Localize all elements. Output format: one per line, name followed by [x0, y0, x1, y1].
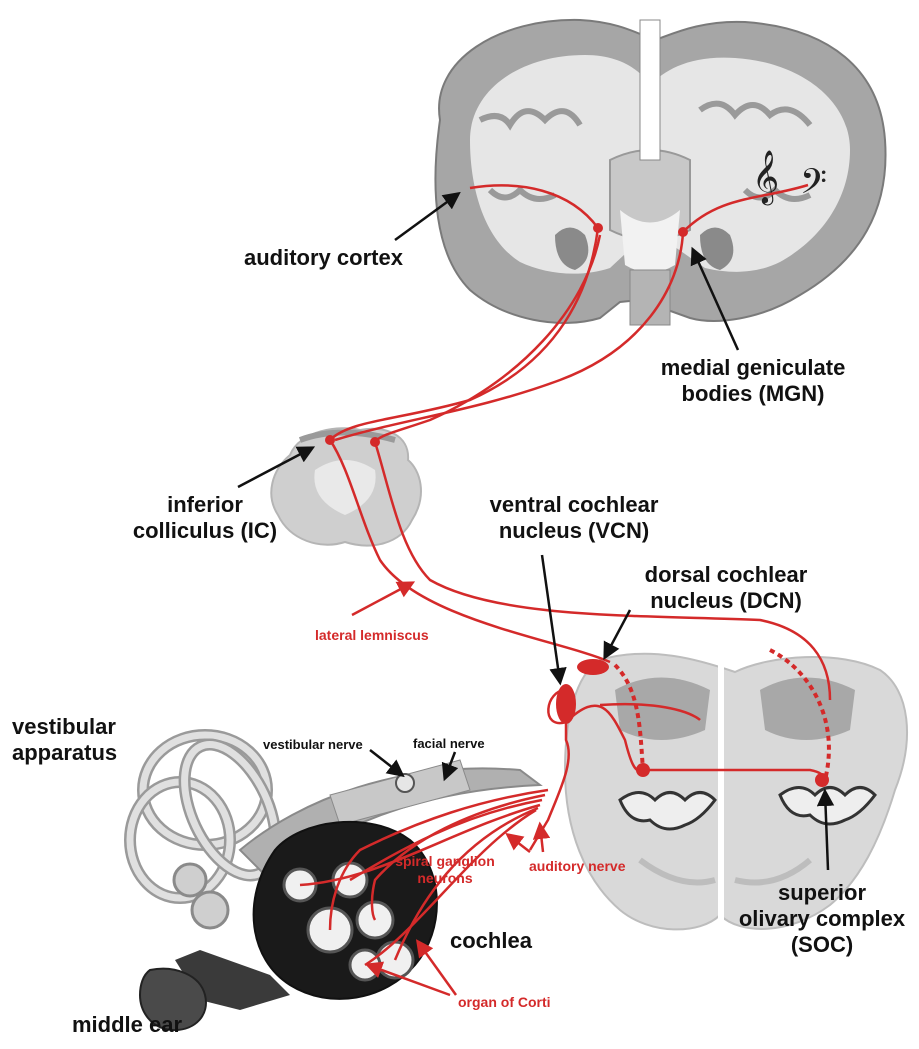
soc-left [636, 763, 650, 777]
midbrain-section [271, 428, 421, 545]
label-vestibular-nerve: vestibular nerve [263, 737, 363, 753]
label-vestibular-apparatus: vestibular apparatus [12, 714, 117, 766]
dcn-nucleus [577, 659, 609, 675]
label-spiral-line2: neurons [380, 870, 510, 887]
label-mgn-line1: medial geniculate [648, 355, 858, 381]
label-middle-ear: middle ear [72, 1012, 182, 1038]
label-spiral-ganglion: spiral ganglion neurons [380, 853, 510, 887]
label-soc: superior olivary complex (SOC) [725, 880, 919, 958]
label-soc-line2: olivary complex [725, 906, 919, 932]
label-organ-of-corti: organ of Corti [458, 994, 551, 1011]
label-vestibular-line2: apparatus [12, 740, 117, 766]
label-dcn: dorsal cochlear nucleus (DCN) [636, 562, 816, 614]
label-lateral-lemniscus: lateral lemniscus [315, 627, 429, 644]
label-vcn-line1: ventral cochlear [484, 492, 664, 518]
label-soc-line3: (SOC) [725, 932, 919, 958]
label-dcn-line1: dorsal cochlear [636, 562, 816, 588]
label-auditory-cortex: auditory cortex [244, 245, 403, 271]
label-dcn-line2: nucleus (DCN) [636, 588, 816, 614]
label-mgn: medial geniculate bodies (MGN) [648, 355, 858, 407]
label-cochlea: cochlea [450, 928, 532, 954]
label-auditory-nerve: auditory nerve [529, 858, 625, 875]
label-soc-line1: superior [725, 880, 919, 906]
label-vestibular-line1: vestibular [12, 714, 117, 740]
label-ic-line2: colliculus (IC) [120, 518, 290, 544]
label-spiral-line1: spiral ganglion [380, 853, 510, 870]
label-vcn-line2: nucleus (VCN) [484, 518, 664, 544]
label-ic-line1: inferior [120, 492, 290, 518]
vcn-nucleus [556, 684, 576, 724]
soc-right [815, 773, 829, 787]
label-vcn: ventral cochlear nucleus (VCN) [484, 492, 664, 544]
label-inferior-colliculus: inferior colliculus (IC) [120, 492, 290, 544]
label-facial-nerve: facial nerve [413, 736, 485, 752]
label-mgn-line2: bodies (MGN) [648, 381, 858, 407]
